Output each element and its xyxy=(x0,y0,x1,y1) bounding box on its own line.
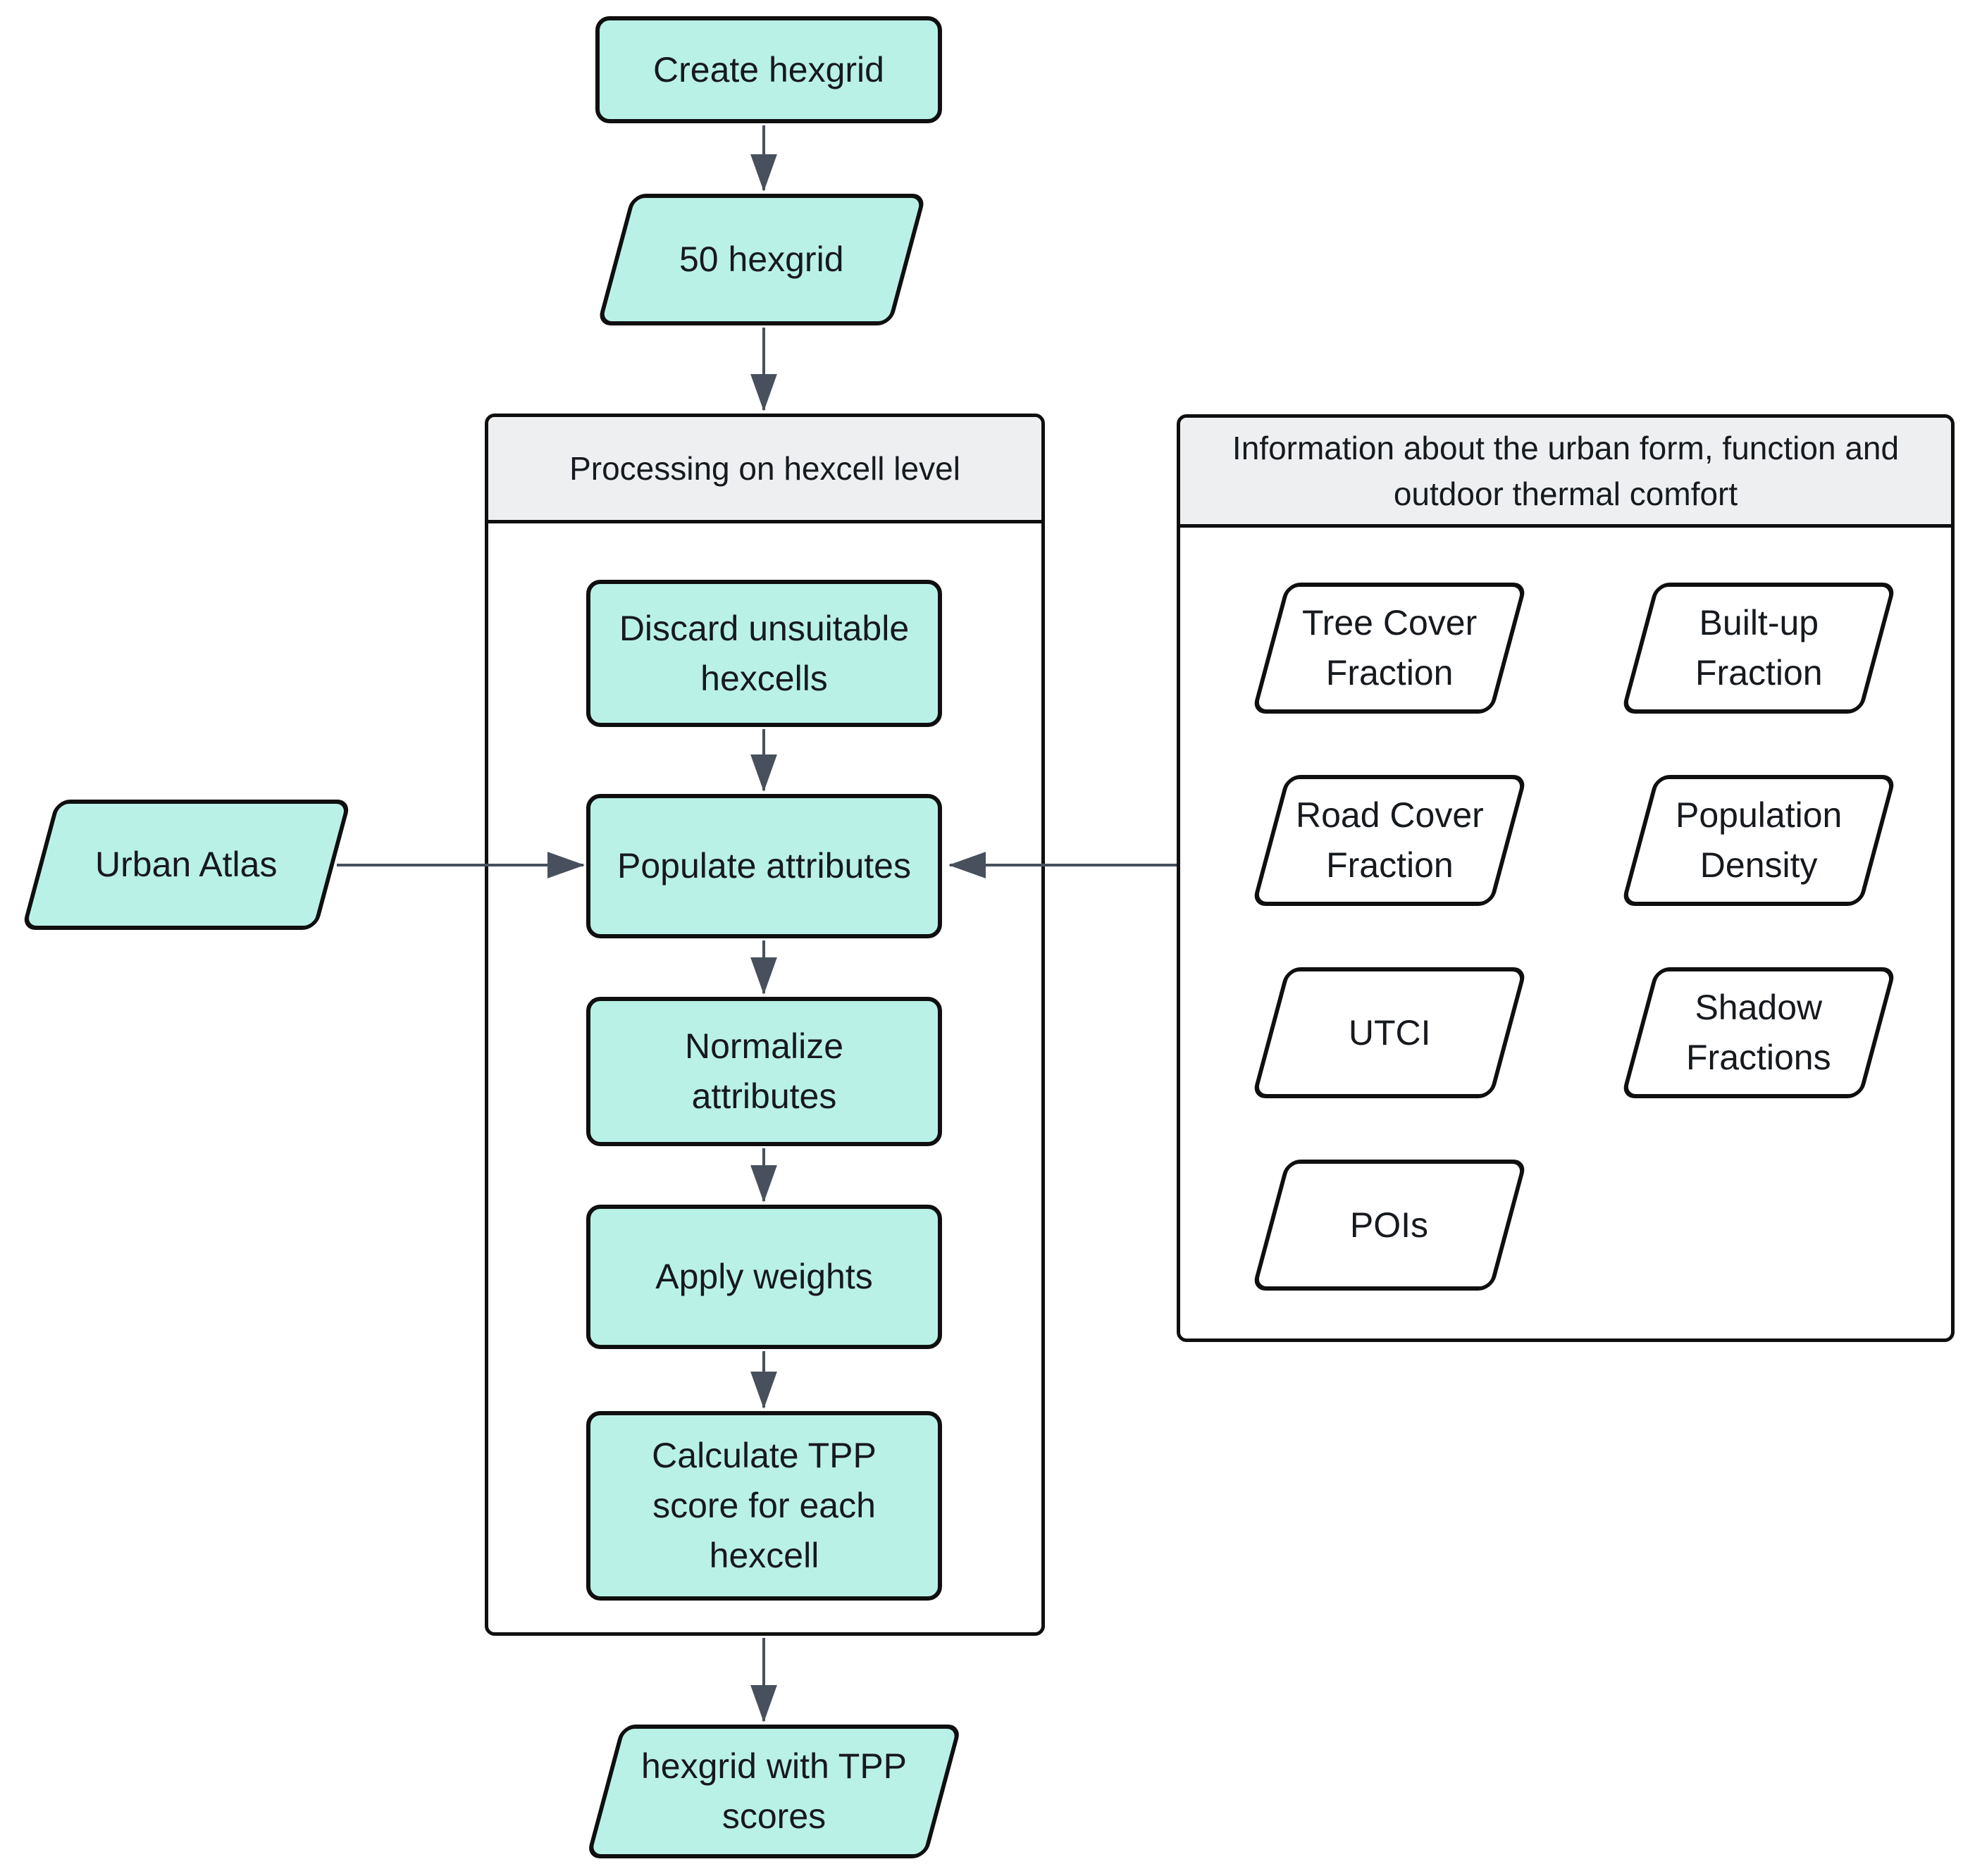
node-road-cover-fraction: Road Cover Fraction xyxy=(1251,775,1528,906)
node-normalize-attributes: Normalize attributes xyxy=(586,997,942,1146)
node-pois-label: POIs xyxy=(1350,1205,1429,1245)
node-shadow-fractions: Shadow Fractions xyxy=(1621,967,1897,1098)
node-built-up-label: Built-up Fraction xyxy=(1695,603,1823,692)
container-processing-header: Processing on hexcell level xyxy=(488,417,1041,523)
node-utci-label: UTCI xyxy=(1348,1012,1431,1052)
node-utci: UTCI xyxy=(1251,967,1528,1098)
node-create-hexgrid-label: Create hexgrid xyxy=(653,49,884,89)
node-pois: POIs xyxy=(1251,1160,1528,1291)
node-populate-attributes: Populate attributes xyxy=(586,794,942,938)
node-population-density-label: Population Density xyxy=(1675,795,1843,885)
node-50-hexgrid-label: 50 hexgrid xyxy=(679,240,844,279)
node-create-hexgrid: Create hexgrid xyxy=(595,16,942,123)
node-tree-cover-label: Tree Cover Fraction xyxy=(1301,603,1478,692)
node-population-density: Population Density xyxy=(1621,775,1897,906)
node-urban-atlas: Urban Atlas xyxy=(21,800,352,930)
node-hexgrid-tpp-label: hexgrid with TPP scores xyxy=(640,1746,908,1836)
container-processing-title: Processing on hexcell level xyxy=(569,449,960,487)
node-discard-unsuitable-hexcells: Discard unsuitable hexcells xyxy=(586,580,942,727)
node-normalize-label: Normalize attributes xyxy=(684,1026,844,1116)
container-information-title: Information about the urban form, functi… xyxy=(1232,430,1900,512)
node-road-cover-label: Road Cover Fraction xyxy=(1295,795,1484,885)
node-tree-cover-fraction: Tree Cover Fraction xyxy=(1251,583,1528,714)
node-calculate-tpp-label: Calculate TPP score for each hexcell xyxy=(652,1436,877,1575)
node-apply-weights-label: Apply weights xyxy=(655,1257,873,1296)
node-calculate-tpp-score: Calculate TPP score for each hexcell xyxy=(586,1411,942,1601)
node-urban-atlas-label: Urban Atlas xyxy=(95,845,278,884)
node-apply-weights: Apply weights xyxy=(586,1205,942,1349)
node-shadow-fractions-label: Shadow Fractions xyxy=(1686,988,1831,1077)
node-50-hexgrid: 50 hexgrid xyxy=(596,194,927,325)
node-hexgrid-with-tpp-scores: hexgrid with TPP scores xyxy=(586,1725,962,1858)
container-information-header: Information about the urban form, functi… xyxy=(1180,418,1951,528)
node-built-up-fraction: Built-up Fraction xyxy=(1621,583,1897,714)
node-discard-label: Discard unsuitable hexcells xyxy=(619,608,910,698)
node-populate-label: Populate attributes xyxy=(617,846,911,886)
